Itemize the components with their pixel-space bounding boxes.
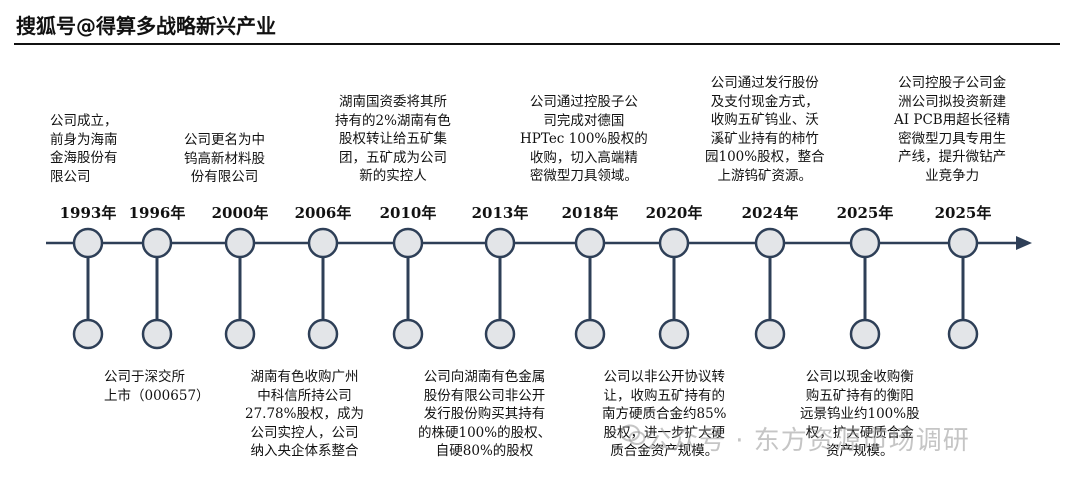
timeline-end-node xyxy=(484,318,516,350)
milestone-year: 2020年 xyxy=(645,204,703,222)
milestone-desc: 公司以现金收购衡 购五矿持有的衡阳 远景钨业约100%股 权，扩大硬质合金 资产… xyxy=(800,369,920,459)
timeline-node xyxy=(307,227,339,259)
milestone-year: 2025年 xyxy=(934,204,992,222)
timeline-end-node xyxy=(574,318,606,350)
milestone-year: 2000年 xyxy=(211,204,269,222)
timeline-end-node xyxy=(224,318,256,350)
timeline-end-node xyxy=(72,318,104,350)
milestone-year: 1993年 xyxy=(59,204,117,222)
timeline-node xyxy=(72,227,104,259)
wechat-icon xyxy=(620,424,646,445)
milestone-year: 2010年 xyxy=(379,204,437,222)
timeline-node xyxy=(849,227,881,259)
header-rule xyxy=(14,43,1060,45)
milestone-year: 2024年 xyxy=(741,204,799,222)
timeline-arrowhead xyxy=(1016,236,1032,250)
milestone-year: 1996年 xyxy=(128,204,186,222)
timeline-nodes xyxy=(72,227,979,350)
milestone-year: 2006年 xyxy=(294,204,352,222)
timeline-end-node xyxy=(141,318,173,350)
timeline-end-node xyxy=(307,318,339,350)
milestone-desc: 公司通过发行股份 及支付现金方式， 收购五矿钨业、沃 溪矿业持有的柿竹 园100… xyxy=(705,75,825,184)
milestone-desc: 公司更名为中 钨高新材料股 份有限公司 xyxy=(184,132,265,185)
milestone-desc: 公司以非公开协议转 让，收购五矿持有的 南方硬质合金约85% 股权，进一步扩大硬… xyxy=(602,369,727,459)
timeline-node xyxy=(224,227,256,259)
milestone-desc: 公司控股子公司金 洲公司拟投资新建 AI PCB用超长径精 密微型刀具专用生 产… xyxy=(894,75,1011,184)
milestone-year: 2018年 xyxy=(561,204,619,222)
timeline-end-node xyxy=(392,318,424,350)
milestone-desc: 公司向湖南有色金属 股份有限公司非公开 发行股份购买其持有 的株硬100%的股权… xyxy=(418,369,552,459)
timeline-end-node xyxy=(849,318,881,350)
timeline-end-node xyxy=(754,318,786,350)
timeline-node xyxy=(574,227,606,259)
timeline-node xyxy=(754,227,786,259)
header-title: 搜狐号@得算多战略新兴产业 xyxy=(16,14,276,38)
milestone-desc: 湖南国资委将其所 持有的2%湖南有色 股权转让给五矿集 团，五矿成为公司 新的实… xyxy=(335,94,451,184)
milestone-year: 2013年 xyxy=(471,204,529,222)
milestone-desc: 公司成立， 前身为海南 金海股份有 限公司 xyxy=(50,113,118,185)
timeline-node xyxy=(658,227,690,259)
watermark-text: 公众号 · 东方资源市场调研 xyxy=(645,426,970,456)
timeline-node xyxy=(947,227,979,259)
milestone-desc: 公司于深交所 上市（000657） xyxy=(104,369,210,404)
milestone-desc: 湖南有色收购广州 中科信所持公司 27.78%股权，成为 公司实控人，公司 纳入… xyxy=(245,369,364,459)
timeline-node xyxy=(141,227,173,259)
timeline-end-node xyxy=(947,318,979,350)
milestone-year: 2025年 xyxy=(836,204,894,222)
timeline-end-node xyxy=(658,318,690,350)
timeline-node xyxy=(484,227,516,259)
timeline-node xyxy=(392,227,424,259)
milestone-desc: 公司通过控股子公 司完成对德国 HPTec 100%股权的 收购，切入高端精 密… xyxy=(520,94,648,184)
